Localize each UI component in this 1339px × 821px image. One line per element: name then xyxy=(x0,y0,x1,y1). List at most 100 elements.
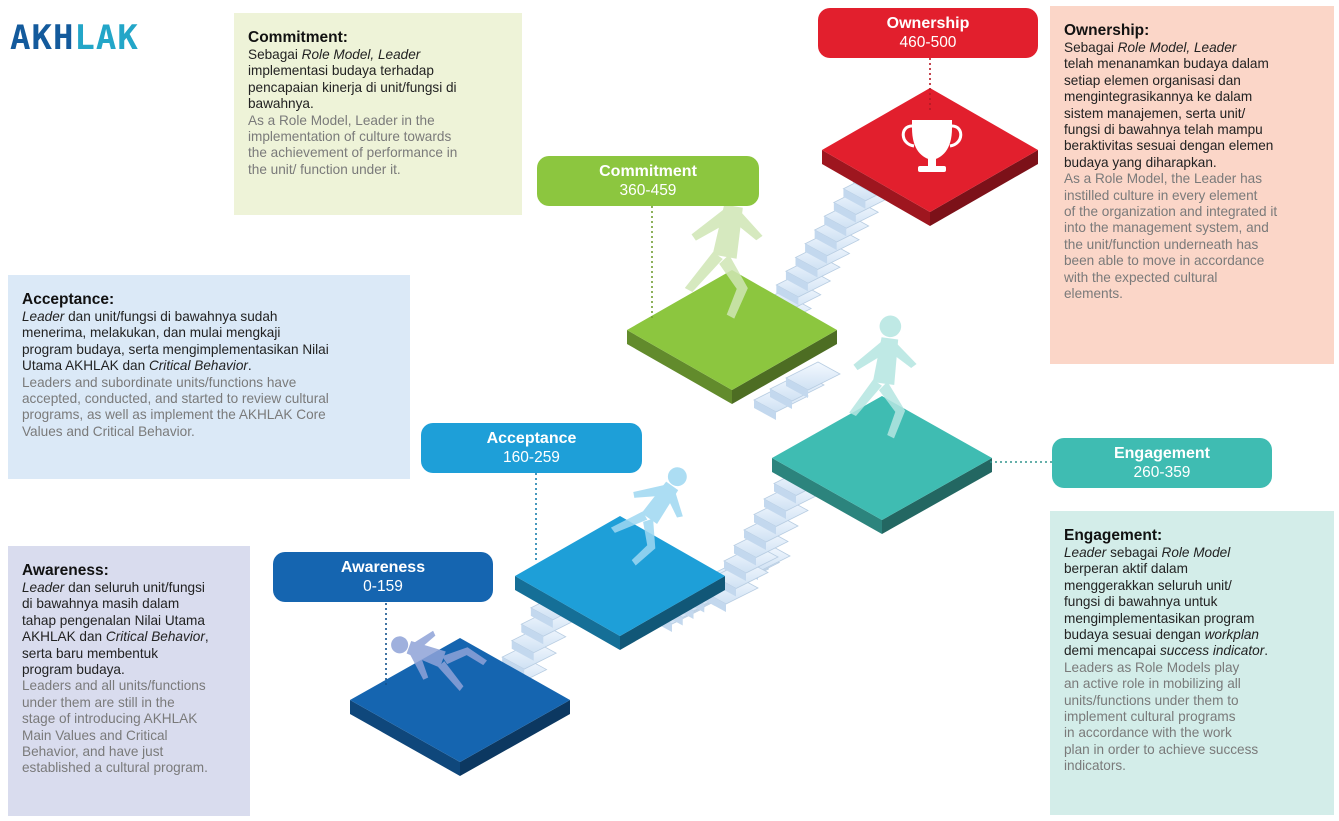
en-line: programs, as well as implement the AKHLA… xyxy=(22,407,326,423)
dotted-connectors xyxy=(385,58,1052,688)
card-heading: Awareness: xyxy=(22,562,109,579)
id-line: fungsi di bawahnya telah mampu xyxy=(1064,122,1263,138)
en-line: the achievement of performance in xyxy=(248,145,458,161)
badge-title: Acceptance xyxy=(486,430,577,447)
acceptance-description-card: Acceptance: Leader dan unit/fungsi di ba… xyxy=(8,275,410,479)
engagement-platform xyxy=(772,396,992,520)
engagement-platform-left-edge xyxy=(772,458,882,534)
stair-riser xyxy=(754,514,776,535)
id-line: bawahnya. xyxy=(248,96,314,112)
en-line: As a Role Model, the Leader has xyxy=(1064,171,1262,187)
id-line: pencapaian kinerja di unit/fungsi di xyxy=(248,79,457,95)
stair-riser xyxy=(754,400,776,420)
en-line: into the management system, and xyxy=(1064,220,1269,236)
en-line: stage of introducing AKHLAK xyxy=(22,711,198,727)
commitment-platform-right-edge xyxy=(732,330,837,404)
stair-riser xyxy=(734,545,756,566)
en-line: Behavior, and have just xyxy=(22,744,164,760)
en-line: As a Role Model, Leader in the xyxy=(248,112,435,128)
en-line: the unit/ function under it. xyxy=(248,161,401,177)
id-line: program budaya, serta mengimplementasika… xyxy=(22,341,329,357)
awareness-badge: Awareness 0-159 xyxy=(273,552,493,602)
badge-range: 0-159 xyxy=(363,578,403,595)
id-line: Sebagai Role Model, Leader xyxy=(248,47,421,62)
en-line: Values and Critical Behavior. xyxy=(22,423,195,439)
card-heading: Ownership: xyxy=(1064,22,1150,39)
en-line: been able to move in accordance xyxy=(1064,253,1265,269)
commitment-platform-left-edge xyxy=(627,330,732,404)
logo-part-akh: AKH xyxy=(10,18,75,58)
id-line: AKHLAK dan Critical Behavior, xyxy=(22,629,209,645)
en-line: Leaders and all units/functions xyxy=(22,678,206,694)
id-line: menerima, melakukan, dan mulai mengkaji xyxy=(22,325,281,341)
engagement-platform-right-edge xyxy=(882,458,992,534)
card-heading: Engagement: xyxy=(1064,527,1163,544)
stair-riser xyxy=(776,285,799,305)
en-line: implementation of culture towards xyxy=(248,129,452,145)
id-line: menggerakkan seluruh unit/ xyxy=(1064,577,1232,593)
id-line: program budaya. xyxy=(22,662,125,678)
id-line: sistem manajemen, serta unit/ xyxy=(1064,105,1246,121)
card-heading: Commitment: xyxy=(248,29,348,46)
stair-riser xyxy=(814,230,837,250)
stair-riser xyxy=(774,483,796,504)
en-line: of the organization and integrated it xyxy=(1064,204,1278,220)
badge-range: 360-459 xyxy=(619,182,677,199)
badge-title: Commitment xyxy=(599,163,697,180)
en-line: implement cultural programs xyxy=(1064,709,1236,725)
id-line: demi mencapai success indicator. xyxy=(1064,643,1269,659)
id-line: setiap elemen organisasi dan xyxy=(1064,72,1241,88)
card-heading: Acceptance: xyxy=(22,291,115,308)
acceptance-platform-right-edge xyxy=(620,576,725,650)
en-line: elements. xyxy=(1064,286,1123,302)
en-line: indicators. xyxy=(1064,758,1126,774)
card-text-id: Leader dan unit/fungsi di bawahnya sudah… xyxy=(22,309,396,375)
en-line: under them are still in the xyxy=(22,694,175,710)
en-line: with the expected cultural xyxy=(1064,269,1218,285)
stair-riser xyxy=(530,607,553,628)
en-line: accepted, conducted, and started to revi… xyxy=(22,391,329,407)
acceptance-platform xyxy=(515,516,725,636)
stair-riser xyxy=(805,243,828,264)
id-line: serta baru membentuk xyxy=(22,645,159,661)
en-line: Leaders and subordinate units/functions … xyxy=(22,374,297,390)
id-line: Sebagai Role Model, Leader xyxy=(1064,40,1237,55)
stair-riser xyxy=(795,257,818,278)
id-line: Leader dan unit/fungsi di bawahnya sudah xyxy=(22,309,278,324)
stair-riser xyxy=(744,530,766,550)
awareness-platform-left-edge xyxy=(350,700,460,776)
commitment-platform xyxy=(627,270,837,390)
stair-riser xyxy=(843,188,866,209)
badge-range: 260-359 xyxy=(1133,464,1191,481)
badge-title: Engagement xyxy=(1113,445,1210,462)
id-line: Leader sebagai Role Model xyxy=(1064,545,1231,560)
stair-riser xyxy=(786,378,808,398)
akhlak-logo: AKHLAK xyxy=(10,18,139,58)
en-line: an active role in mobilizing all xyxy=(1064,676,1241,692)
id-line: fungsi di bawahnya untuk xyxy=(1064,594,1218,610)
ownership-platform-left-edge xyxy=(822,150,930,226)
stair-step xyxy=(785,361,841,391)
acceptance-platform-left-edge xyxy=(515,576,620,650)
figure-running-engagement xyxy=(849,315,917,439)
id-line: telah menanamkan budaya dalam xyxy=(1064,56,1269,72)
ownership-badge: Ownership 460-500 xyxy=(818,8,1038,58)
engagement-badge: Engagement 260-359 xyxy=(1052,438,1272,488)
ownership-platform-right-edge xyxy=(930,150,1038,226)
id-line: mengintegrasikannya ke dalam xyxy=(1064,89,1253,105)
stair-riser xyxy=(824,216,847,237)
id-line: Utama AKHLAK dan Critical Behavior. xyxy=(22,358,252,374)
en-line: Main Values and Critical xyxy=(22,727,168,743)
